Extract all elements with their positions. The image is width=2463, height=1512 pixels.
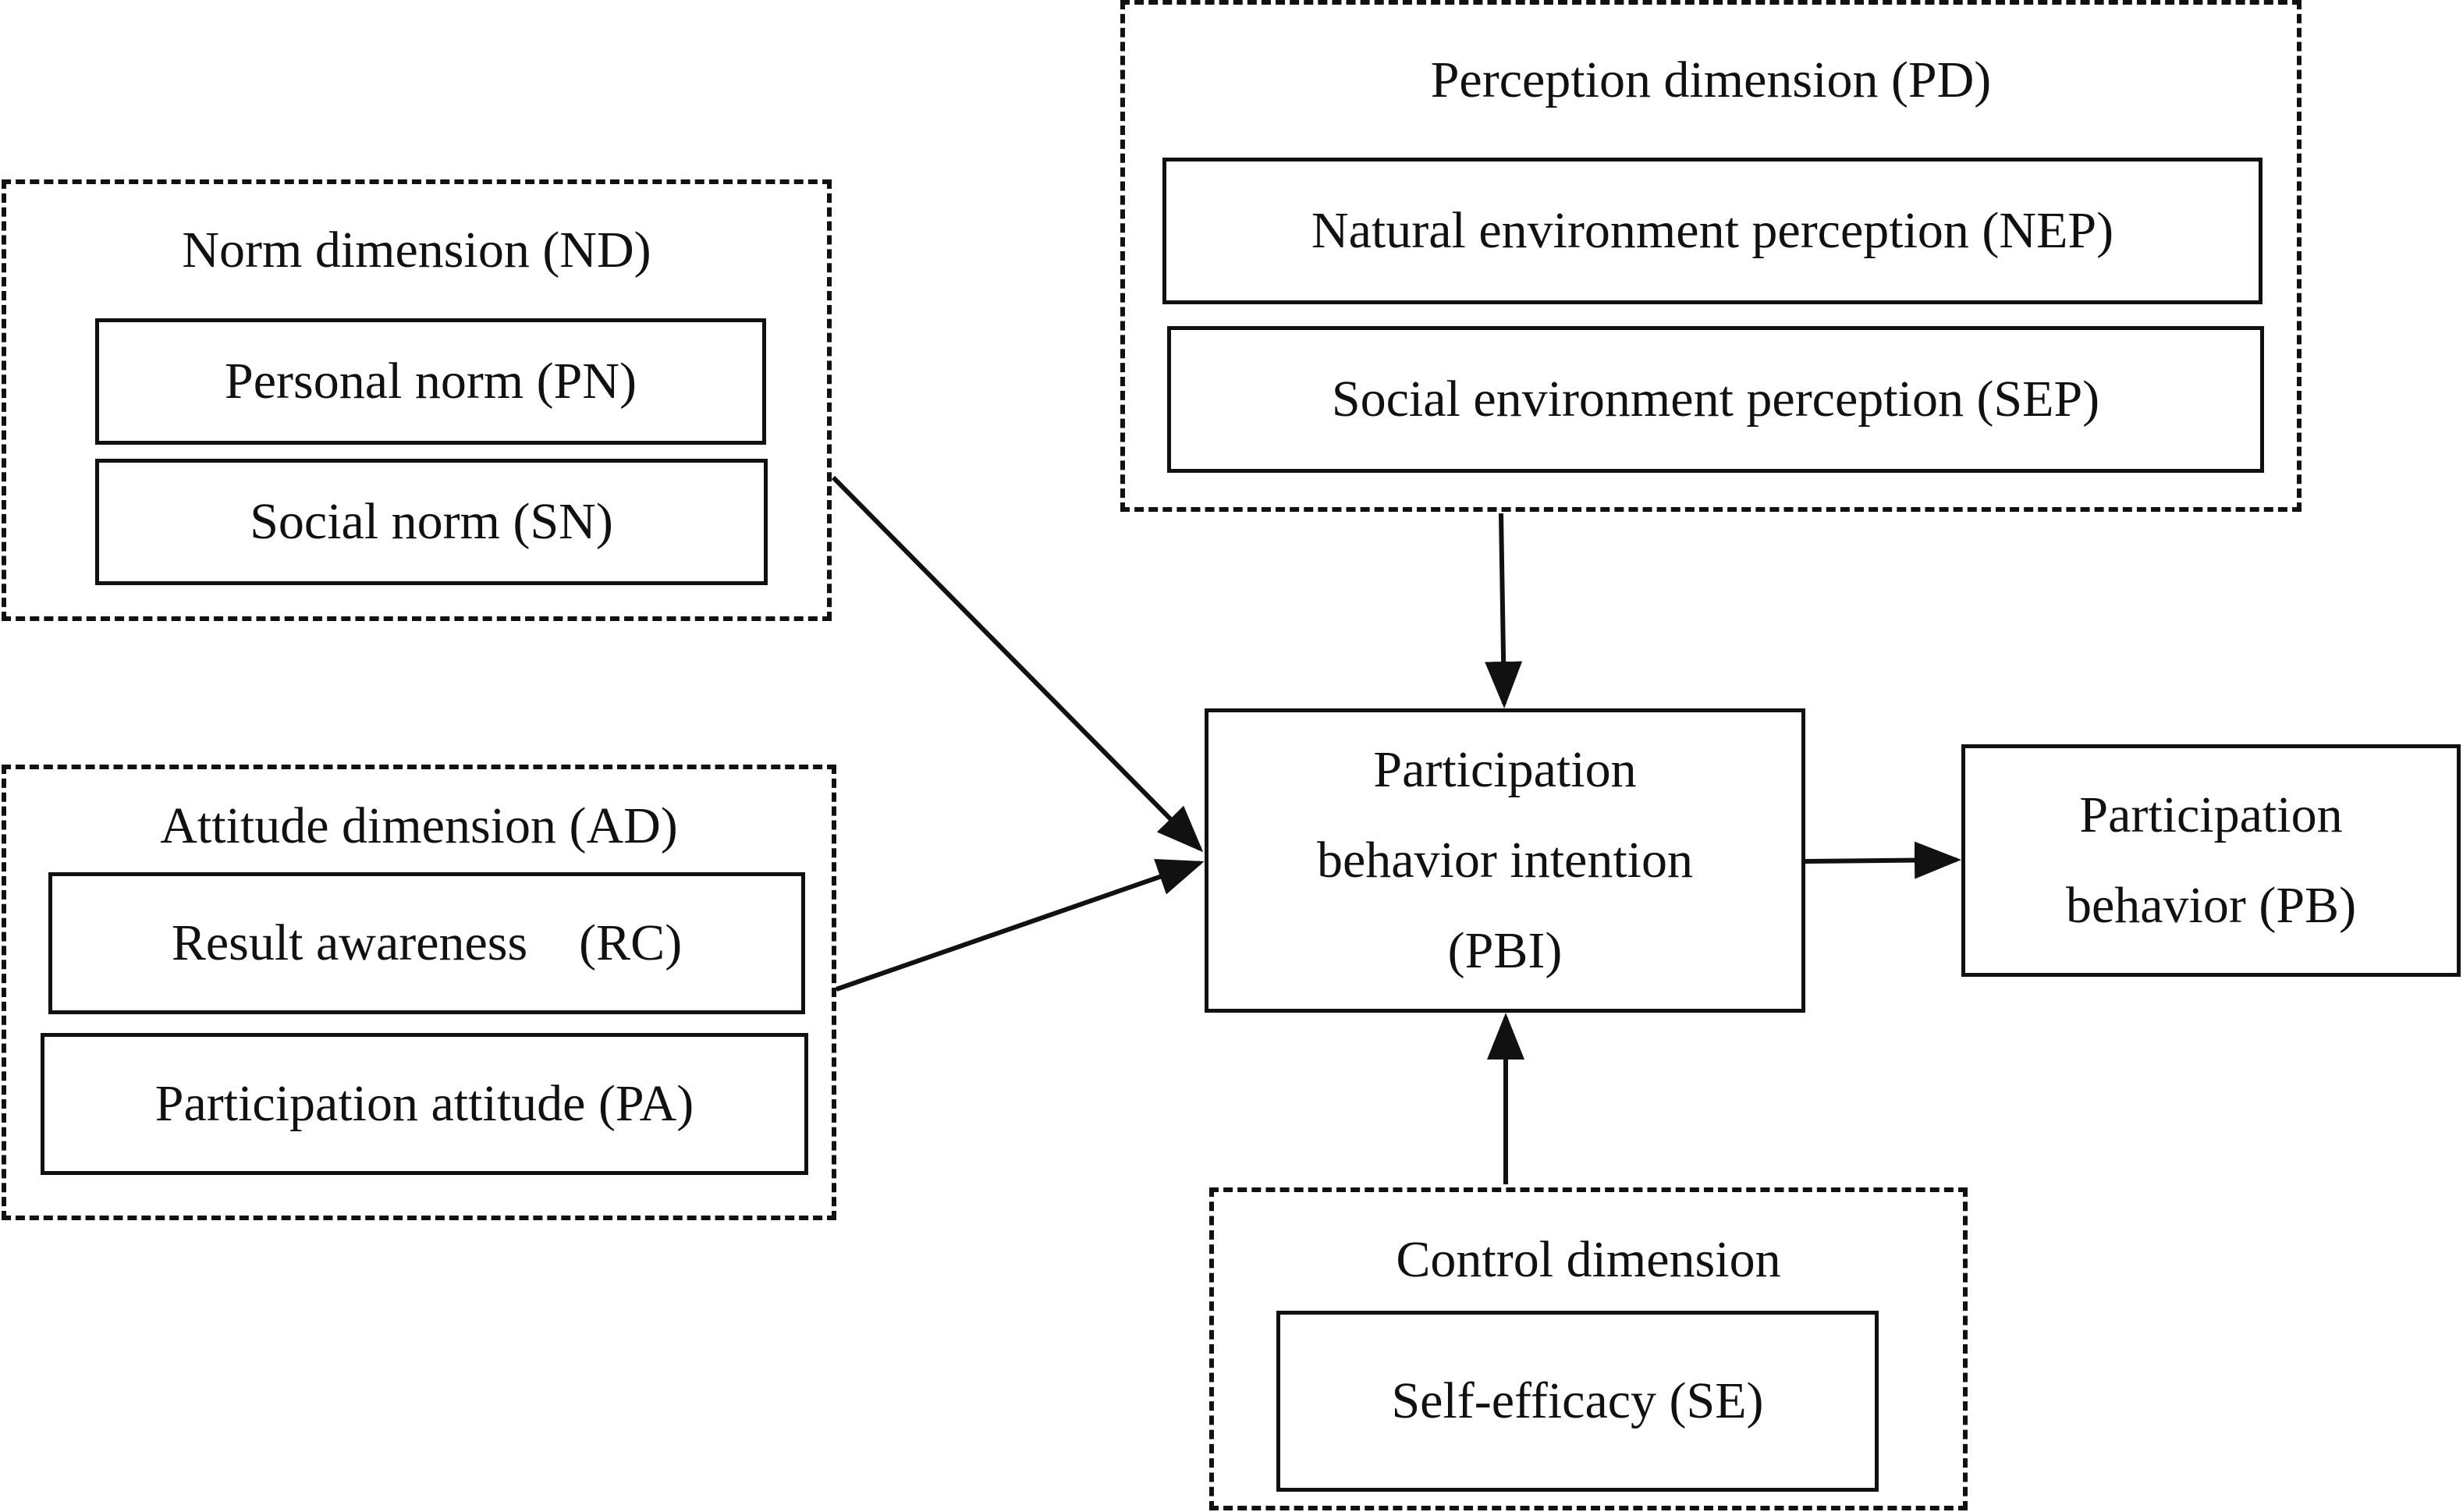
perception-dimension-title: Perception dimension (PD) (1430, 51, 1992, 108)
attitude-dimension-title: Attitude dimension (AD) (160, 797, 678, 854)
pb-line-2: behavior (PB) (2065, 877, 2357, 934)
natural-environment-perception-box: Natural environment perception (NEP) (1162, 158, 2262, 304)
arrow-norm-to-pbi (831, 475, 1204, 853)
arrow-pbi-to-pb (1805, 841, 1961, 879)
perception-dimension-group: Perception dimension (PD) (1120, 0, 2302, 512)
participation-attitude-box: Participation attitude (PA) (41, 1033, 808, 1175)
norm-dimension-group: Norm dimension (ND) (2, 179, 832, 621)
social-norm-label: Social norm (SN) (250, 492, 613, 550)
arrow-perception-to-pbi (1485, 513, 1523, 708)
personal-norm-label: Personal norm (PN) (225, 352, 637, 410)
natural-environment-perception-label: Natural environment perception (NEP) (1311, 201, 2114, 259)
arrow-attitude-to-pbi (836, 859, 1205, 992)
pbi-line-1: Participation (1373, 741, 1637, 798)
social-environment-perception-box: Social environment perception (SEP) (1167, 326, 2264, 473)
pbi-line-3: (PBI) (1447, 922, 1563, 979)
control-dimension-group: Control dimension (1209, 1187, 1968, 1510)
result-awareness-box: Result awareness (RC) (48, 872, 805, 1014)
participation-attitude-label: Participation attitude (PA) (154, 1074, 694, 1132)
attitude-dimension-group: Attitude dimension (AD) (2, 765, 836, 1220)
self-efficacy-label: Self-efficacy (SE) (1391, 1372, 1764, 1429)
result-awareness-label: Result awareness (RC) (171, 914, 683, 971)
pb-line-1: Participation (2079, 786, 2343, 843)
social-norm-box: Social norm (SN) (95, 459, 768, 585)
social-environment-perception-label: Social environment perception (SEP) (1331, 370, 2100, 428)
participation-behavior-box: Participation behavior (PB) (1961, 744, 2461, 977)
control-dimension-title: Control dimension (1396, 1231, 1781, 1288)
pbi-line-2: behavior intention (1316, 832, 1694, 889)
norm-dimension-title: Norm dimension (ND) (182, 222, 651, 279)
self-efficacy-box: Self-efficacy (SE) (1276, 1311, 1879, 1492)
personal-norm-box: Personal norm (PN) (95, 318, 766, 445)
participation-behavior-intention-box: Participation behavior intention (PBI) (1205, 708, 1805, 1013)
